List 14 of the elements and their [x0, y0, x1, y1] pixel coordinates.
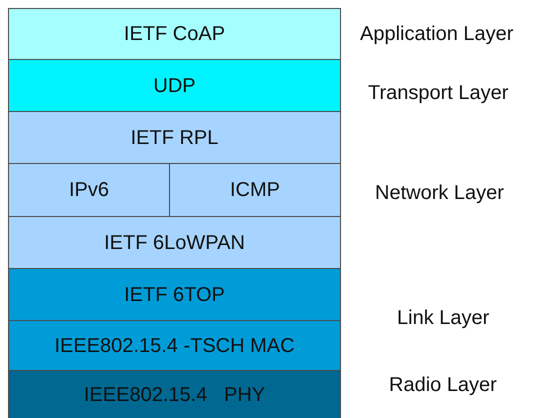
protocol-layer-box: IETF CoAP: [8, 8, 341, 60]
protocol-layer-box: IPv6: [8, 163, 170, 217]
layer-name: Radio Layer: [389, 375, 497, 395]
protocol-layer-box: IEEE802.15.4 -TSCH MAC: [8, 320, 341, 371]
layer-name: Transport Layer: [368, 83, 508, 103]
layer-name: Network Layer: [375, 183, 504, 203]
protocol-layer-box: IETF 6LoWPAN: [8, 216, 341, 269]
protocol-layer-box: UDP: [8, 59, 341, 112]
layer-name: Link Layer: [397, 308, 490, 328]
protocol-layer-box: IEEE802.15.4 PHY: [8, 370, 341, 418]
layer-name: Application Layer: [360, 24, 514, 44]
protocol-layer-box: IETF 6TOP: [8, 268, 341, 321]
protocol-layer-box: ICMP: [169, 163, 341, 217]
protocol-layer-box: IETF RPL: [8, 111, 341, 164]
